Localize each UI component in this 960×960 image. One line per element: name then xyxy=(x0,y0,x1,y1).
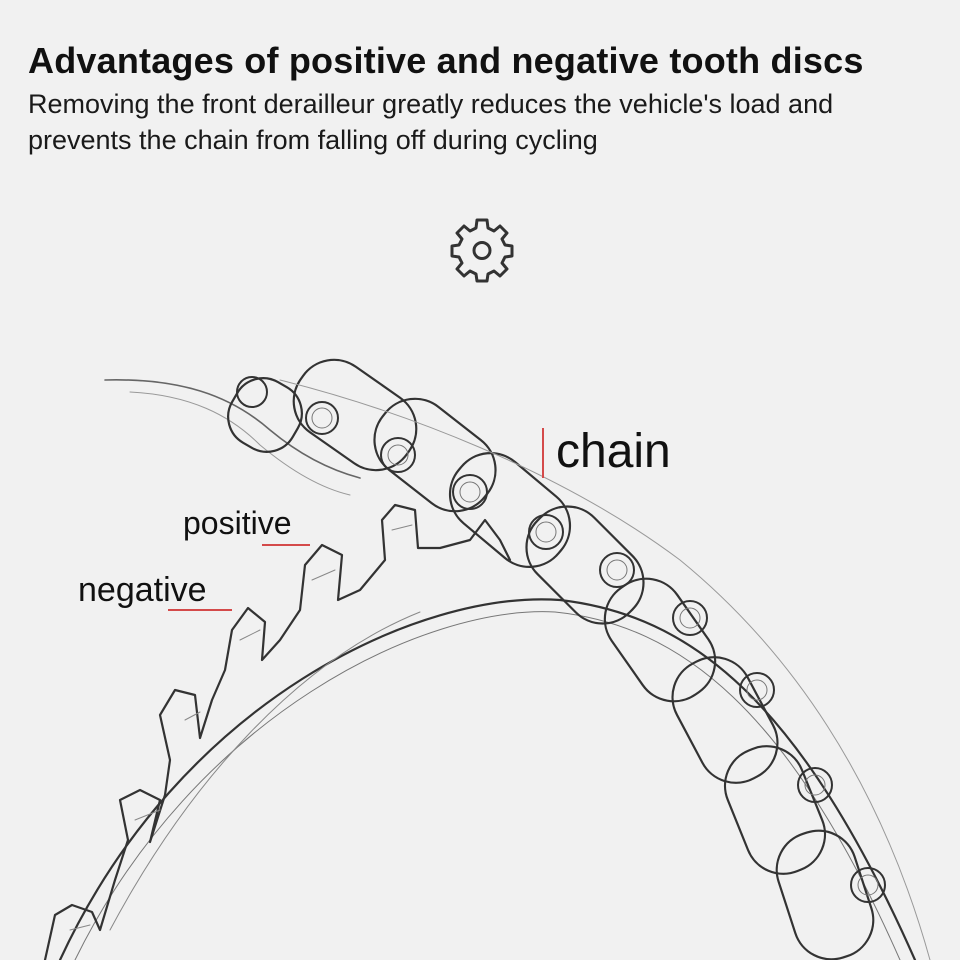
tooth-band-line xyxy=(109,611,421,931)
tooth-shading xyxy=(69,524,413,931)
chain-strand-top xyxy=(104,379,361,479)
page-subtitle: Removing the front derailleur greatly re… xyxy=(28,89,834,155)
negative-label: negative xyxy=(78,571,207,609)
chainring-inner-edge xyxy=(58,598,917,960)
chain-links xyxy=(227,358,875,960)
chain-pins xyxy=(236,376,886,903)
chain-strand-top-2 xyxy=(129,391,351,496)
chain-label: chain xyxy=(556,425,671,478)
gear-icon xyxy=(450,218,514,283)
chainring-inner-edge-2 xyxy=(74,611,901,960)
positive-label: positive xyxy=(183,505,292,541)
page-title: Advantages of positive and negative toot… xyxy=(28,40,864,81)
chain-outer-edge xyxy=(279,379,931,960)
chainring-teeth xyxy=(43,503,512,960)
chain-pin-rings xyxy=(311,407,879,896)
annotation-pointers xyxy=(168,428,544,611)
